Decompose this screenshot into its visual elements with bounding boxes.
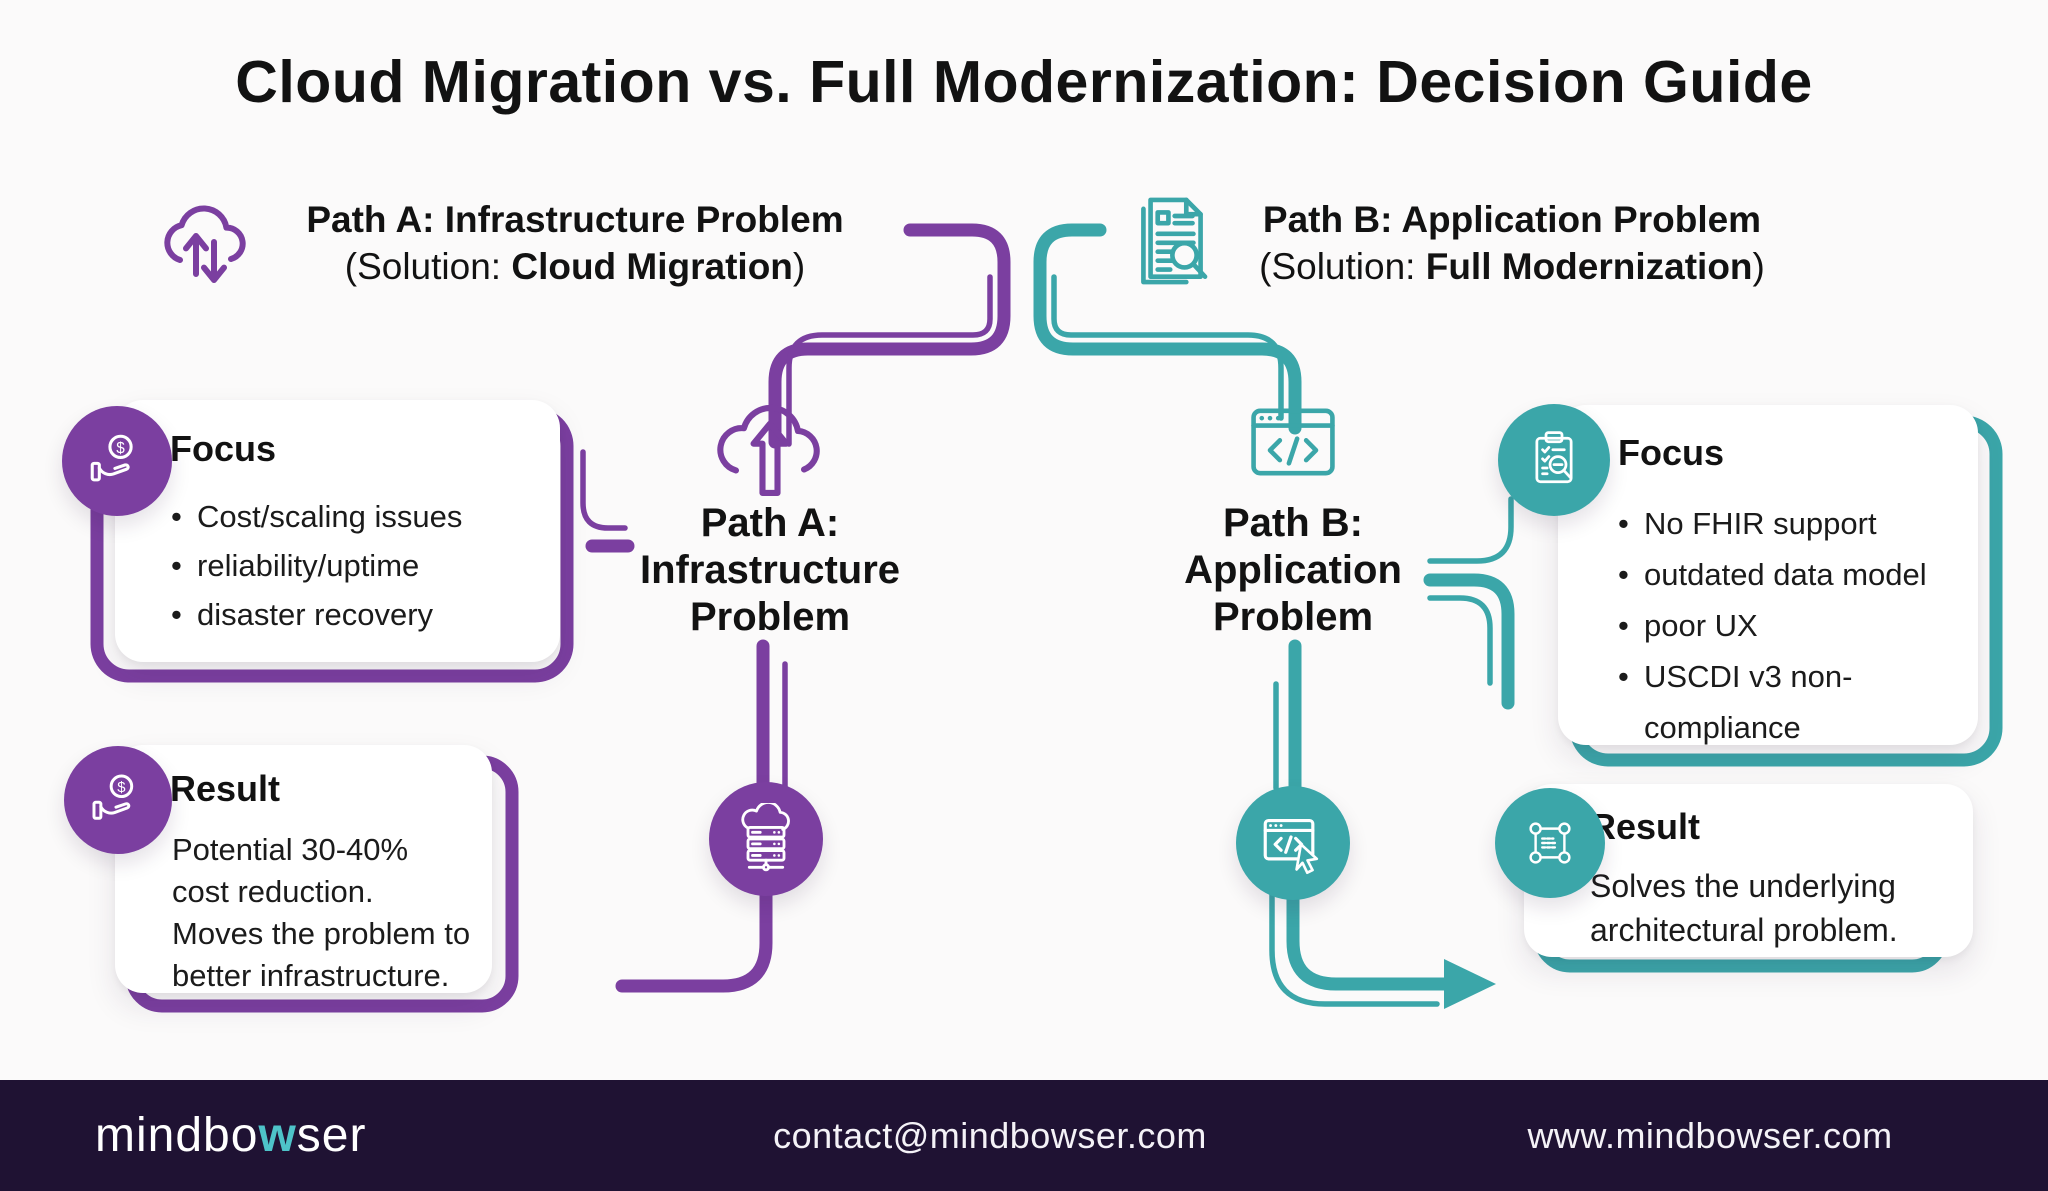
path-a-header-title: Path A: Infrastructure Problem	[306, 199, 844, 240]
focus-a-card: Focus Cost/scaling issues reliability/up…	[115, 400, 560, 662]
result-a-card: Result Potential 30-40% cost reduction. …	[115, 745, 492, 993]
code-window-icon	[1251, 408, 1335, 476]
focus-b-stub-down	[1427, 595, 1493, 686]
focus-b-stub-up	[1427, 496, 1514, 564]
focus-b-heading: Focus	[1618, 432, 1725, 473]
focus-b-bullet: USCDI v3 non-compliance	[1610, 651, 1955, 753]
node-a-label: Path A: Infrastructure Problem	[639, 501, 901, 639]
focus-a-bullet: reliability/uptime	[163, 541, 523, 590]
hand-coin-icon: $	[92, 774, 134, 820]
clipboard-search-icon	[1535, 431, 1573, 484]
result-b-heading: Result	[1590, 806, 1701, 847]
mindbowser-logo: mindbowser	[95, 1109, 367, 1162]
focus-a-bullet: disaster recovery	[163, 590, 523, 639]
path-b-header: Path B: Application Problem (Solution: F…	[1212, 196, 1812, 290]
node-a-outflow	[615, 886, 773, 993]
focus-b-bullet: outdated data model	[1610, 549, 1955, 600]
code-cursor-icon	[1263, 818, 1319, 875]
hand-coin-icon: $	[90, 434, 133, 482]
node-b-outflow	[1286, 887, 1453, 991]
footer-email: contact@mindbowser.com	[773, 1115, 1207, 1156]
result-b-text: Solves the underlying architectural prob…	[1590, 868, 1898, 948]
focus-b-list: No FHIR support outdated data model poor…	[1610, 498, 1955, 753]
logo-accent-letter: w	[258, 1109, 297, 1162]
svg-text:$: $	[116, 440, 125, 457]
svg-text:$: $	[117, 780, 126, 796]
pipe-top-purple-thin	[786, 274, 993, 447]
focus-a-stub-thin	[580, 449, 628, 531]
focus-b-bullet: No FHIR support	[1610, 498, 1955, 549]
focus-a-list: Cost/scaling issues reliability/uptime d…	[163, 492, 523, 639]
node-b-circle	[1236, 786, 1350, 900]
cloud-server-icon	[741, 803, 790, 872]
arrow-right-icon	[1444, 959, 1496, 1009]
path-b-header-title: Path B: Application Problem	[1262, 199, 1762, 240]
path-a-header: Path A: Infrastructure Problem (Solution…	[255, 196, 895, 290]
focus-b-icon-circle	[1498, 404, 1610, 516]
architecture-frame-icon	[1529, 822, 1571, 864]
pipe-top-teal-thick	[1033, 223, 1302, 435]
node-a-circle	[709, 782, 823, 896]
pipe-top-teal-thin	[1051, 274, 1284, 421]
path-a-header-solution: (Solution: Cloud Migration)	[344, 246, 806, 287]
focus-b-stub-thick	[1423, 573, 1515, 710]
focus-b-card: Focus No FHIR support outdated data mode…	[1558, 405, 1978, 745]
node-b-label: Path B: Application Problem	[1184, 501, 1402, 639]
focus-a-bullet: Cost/scaling issues	[163, 492, 523, 541]
cloud-upload-icon	[717, 404, 820, 497]
document-search-icon	[1141, 197, 1208, 285]
page-title: Cloud Migration vs. Full Modernization: …	[235, 49, 1813, 115]
result-a-icon-circle: $	[64, 746, 172, 854]
footer-website: www.mindbowser.com	[1527, 1115, 1893, 1156]
result-b-icon-circle	[1495, 788, 1605, 898]
path-b-header-solution: (Solution: Full Modernization)	[1259, 246, 1765, 287]
node-b-outflow-thin	[1269, 890, 1440, 1007]
focus-a-heading: Focus	[170, 428, 277, 469]
footer-bar: mindbowser contact@mindbowser.com www.mi…	[0, 1080, 2048, 1191]
cloud-migration-icon	[164, 205, 246, 283]
pipe-top-purple-thick	[768, 223, 1011, 449]
focus-a-icon-circle: $	[62, 406, 172, 516]
result-a-heading: Result	[170, 768, 281, 809]
result-a-text: Potential 30-40% cost reduction. Moves t…	[172, 832, 471, 993]
focus-b-bullet: poor UX	[1610, 600, 1955, 651]
result-b-card: Result Solves the underlying architectur…	[1524, 784, 1973, 957]
